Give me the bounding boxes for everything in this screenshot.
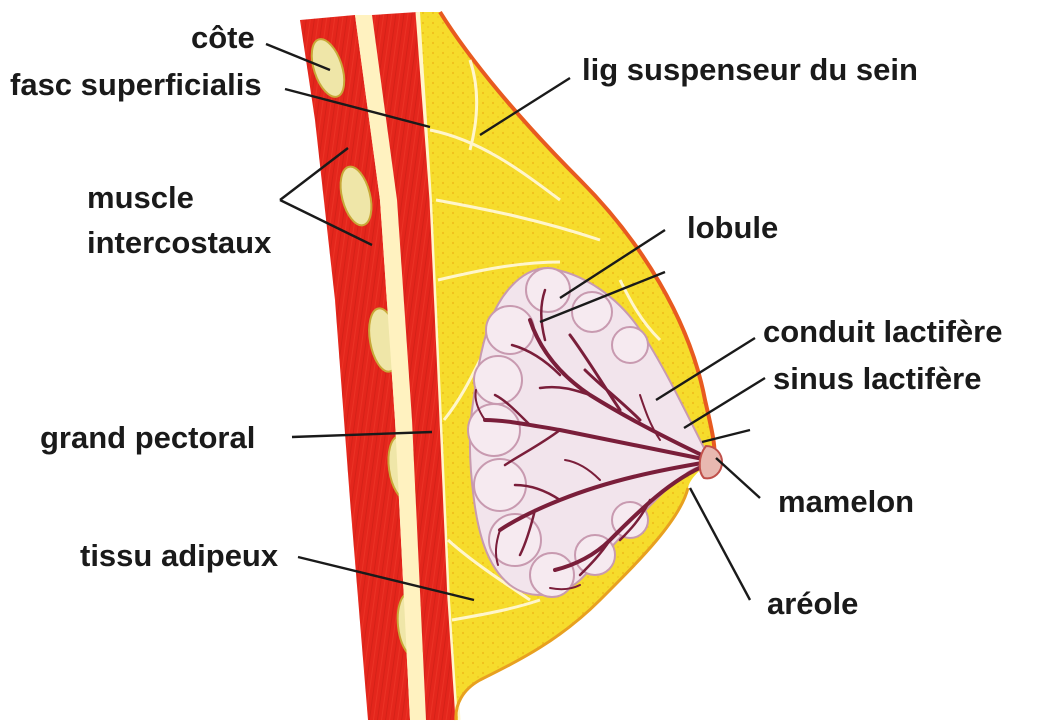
label-areole: aréole — [767, 586, 858, 622]
label-sinus-lactifere: sinus lactifère — [773, 361, 981, 397]
label-conduit-lactifere: conduit lactifère — [763, 314, 1002, 350]
label-mamelon: mamelon — [778, 484, 914, 520]
label-tissu-adipeux: tissu adipeux — [80, 538, 278, 574]
label-lig-suspenseur-du-sein: lig suspenseur du sein — [582, 52, 918, 88]
label-fasc-superficialis: fasc superficialis — [10, 67, 262, 103]
label-muscle: muscle — [87, 180, 194, 216]
leader-line-mamelon-2 — [716, 458, 760, 498]
label-cote: côte — [191, 20, 255, 56]
label-lobule: lobule — [687, 210, 778, 246]
label-grand-pectoral: grand pectoral — [40, 420, 255, 456]
leader-line-areole — [690, 488, 750, 600]
nipple-shape — [700, 446, 722, 478]
label-intercostaux: intercostaux — [87, 225, 271, 261]
